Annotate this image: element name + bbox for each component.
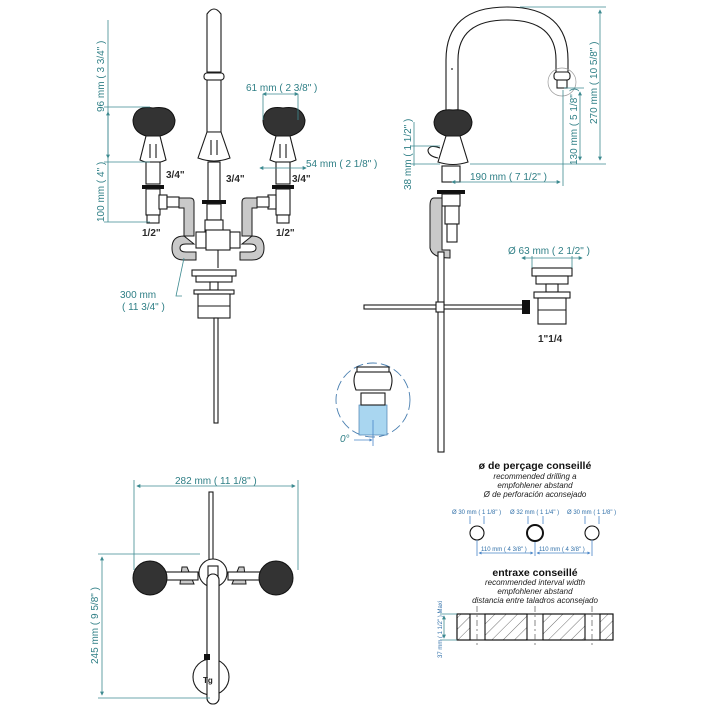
countertop-section — [456, 606, 614, 648]
hole-center-label: Ø 32 mm ( 1 1/4" ) — [510, 510, 559, 516]
hole-left — [469, 525, 485, 541]
drilling-subtitle-en: recommended drilling a — [493, 472, 577, 481]
dim-height-top: 96 mm ( 3 3/4" ) — [96, 41, 107, 112]
interval-subtitle-de: empfohlener abstand — [497, 587, 573, 596]
dim-spout-reach: 190 mm ( 7 1/2" ) — [470, 172, 547, 183]
top-knob-right-icon — [258, 560, 294, 596]
dim-spout-height: 130 mm ( 5 1/8" ) — [569, 88, 580, 165]
drain-logo: Tg — [203, 676, 213, 685]
hole-right — [584, 525, 600, 541]
interval-title: entraxe conseillé — [492, 567, 577, 579]
front-view: 96 mm ( 3 3/4" ) 100 mm ( 4" ) 61 mm ( 2… — [96, 8, 377, 424]
hole-center — [526, 524, 544, 542]
gooseneck-spout — [427, 6, 577, 453]
hose-length-in: ( 11 3/4" ) — [122, 302, 165, 313]
dim-thickness: 37 mm ( 1 1/2" ) Maxi — [438, 601, 444, 658]
interval-section: entraxe conseillé recommended interval w… — [438, 567, 614, 658]
front-drain — [191, 269, 237, 424]
dim-total-height: 270 mm ( 10 5/8" ) — [589, 42, 600, 124]
spacing-right: 110 mm ( 4 3/8" ) — [539, 547, 585, 553]
spacing-left: 110 mm ( 4 3/8" ) — [481, 547, 527, 553]
dim-height-bottom: 100 mm ( 4" ) — [96, 162, 107, 222]
front-dimensions: 96 mm ( 3 3/4" ) 100 mm ( 4" ) 61 mm ( 2… — [96, 20, 377, 313]
dim-drain-diameter: Ø 63 mm ( 2 1/2" ) — [508, 246, 590, 257]
right-knob-icon — [262, 107, 306, 137]
drilling-title: ø de perçage conseillé — [479, 460, 592, 472]
left-valve — [132, 107, 180, 224]
hole-left-label: Ø 30 mm ( 1 1/8" ) — [452, 510, 501, 516]
thread-right-upper: 3/4" — [292, 174, 311, 185]
thread-right-lower: 1/2" — [276, 228, 295, 239]
supply-hoses — [171, 197, 265, 268]
hose-length-mm: 300 mm — [120, 290, 156, 301]
side-dimensions: 270 mm ( 10 5/8" ) 130 mm ( 5 1/8" ) 190… — [403, 6, 606, 345]
drilling-subtitle-es: Ø de perforación aconsejado — [483, 490, 587, 499]
side-view: 270 mm ( 10 5/8" ) 130 mm ( 5 1/8" ) 190… — [363, 6, 606, 453]
thread-drain: 1"1/4 — [538, 334, 563, 345]
thread-left-lower: 1/2" — [142, 228, 161, 239]
top-dimensions: 282 mm ( 11 1/8" ) 245 mm ( 9 5/8" ) — [90, 476, 299, 699]
interval-subtitle-es: distancia entre taladros aconsejado — [472, 596, 598, 605]
dim-depth: 245 mm ( 9 5/8" ) — [90, 587, 101, 664]
tilt-angle: 0° — [340, 434, 350, 445]
dim-base-width: 54 mm ( 2 1/8" ) — [306, 159, 377, 170]
top-view: Tg 282 mm ( 11 1/8" ) 245 mm ( 9 5/8" ) — [90, 476, 299, 705]
left-knob-icon — [132, 107, 176, 137]
dim-total-width: 282 mm ( 11 1/8" ) — [175, 476, 257, 487]
hole-right-label: Ø 30 mm ( 1 1/8" ) — [567, 510, 616, 516]
side-drain — [363, 267, 573, 325]
side-knob-icon — [433, 109, 473, 137]
interval-subtitle-en: recommended interval width — [485, 578, 586, 587]
tilt-detail: 0° — [335, 362, 411, 446]
dim-lever-height: 38 mm ( 1 1/2" ) — [403, 119, 414, 190]
right-valve — [256, 107, 306, 224]
drilling-subtitle-de: empfohlener abstand — [497, 481, 573, 490]
thread-left-upper: 3/4" — [166, 170, 185, 181]
drilling-section: ø de perçage conseillé recommended drill… — [452, 460, 616, 556]
top-knob-left-icon — [132, 560, 168, 596]
center-spout — [197, 8, 231, 233]
dim-knob-width: 61 mm ( 2 3/8" ) — [246, 83, 317, 94]
thread-center: 3/4" — [226, 174, 245, 185]
